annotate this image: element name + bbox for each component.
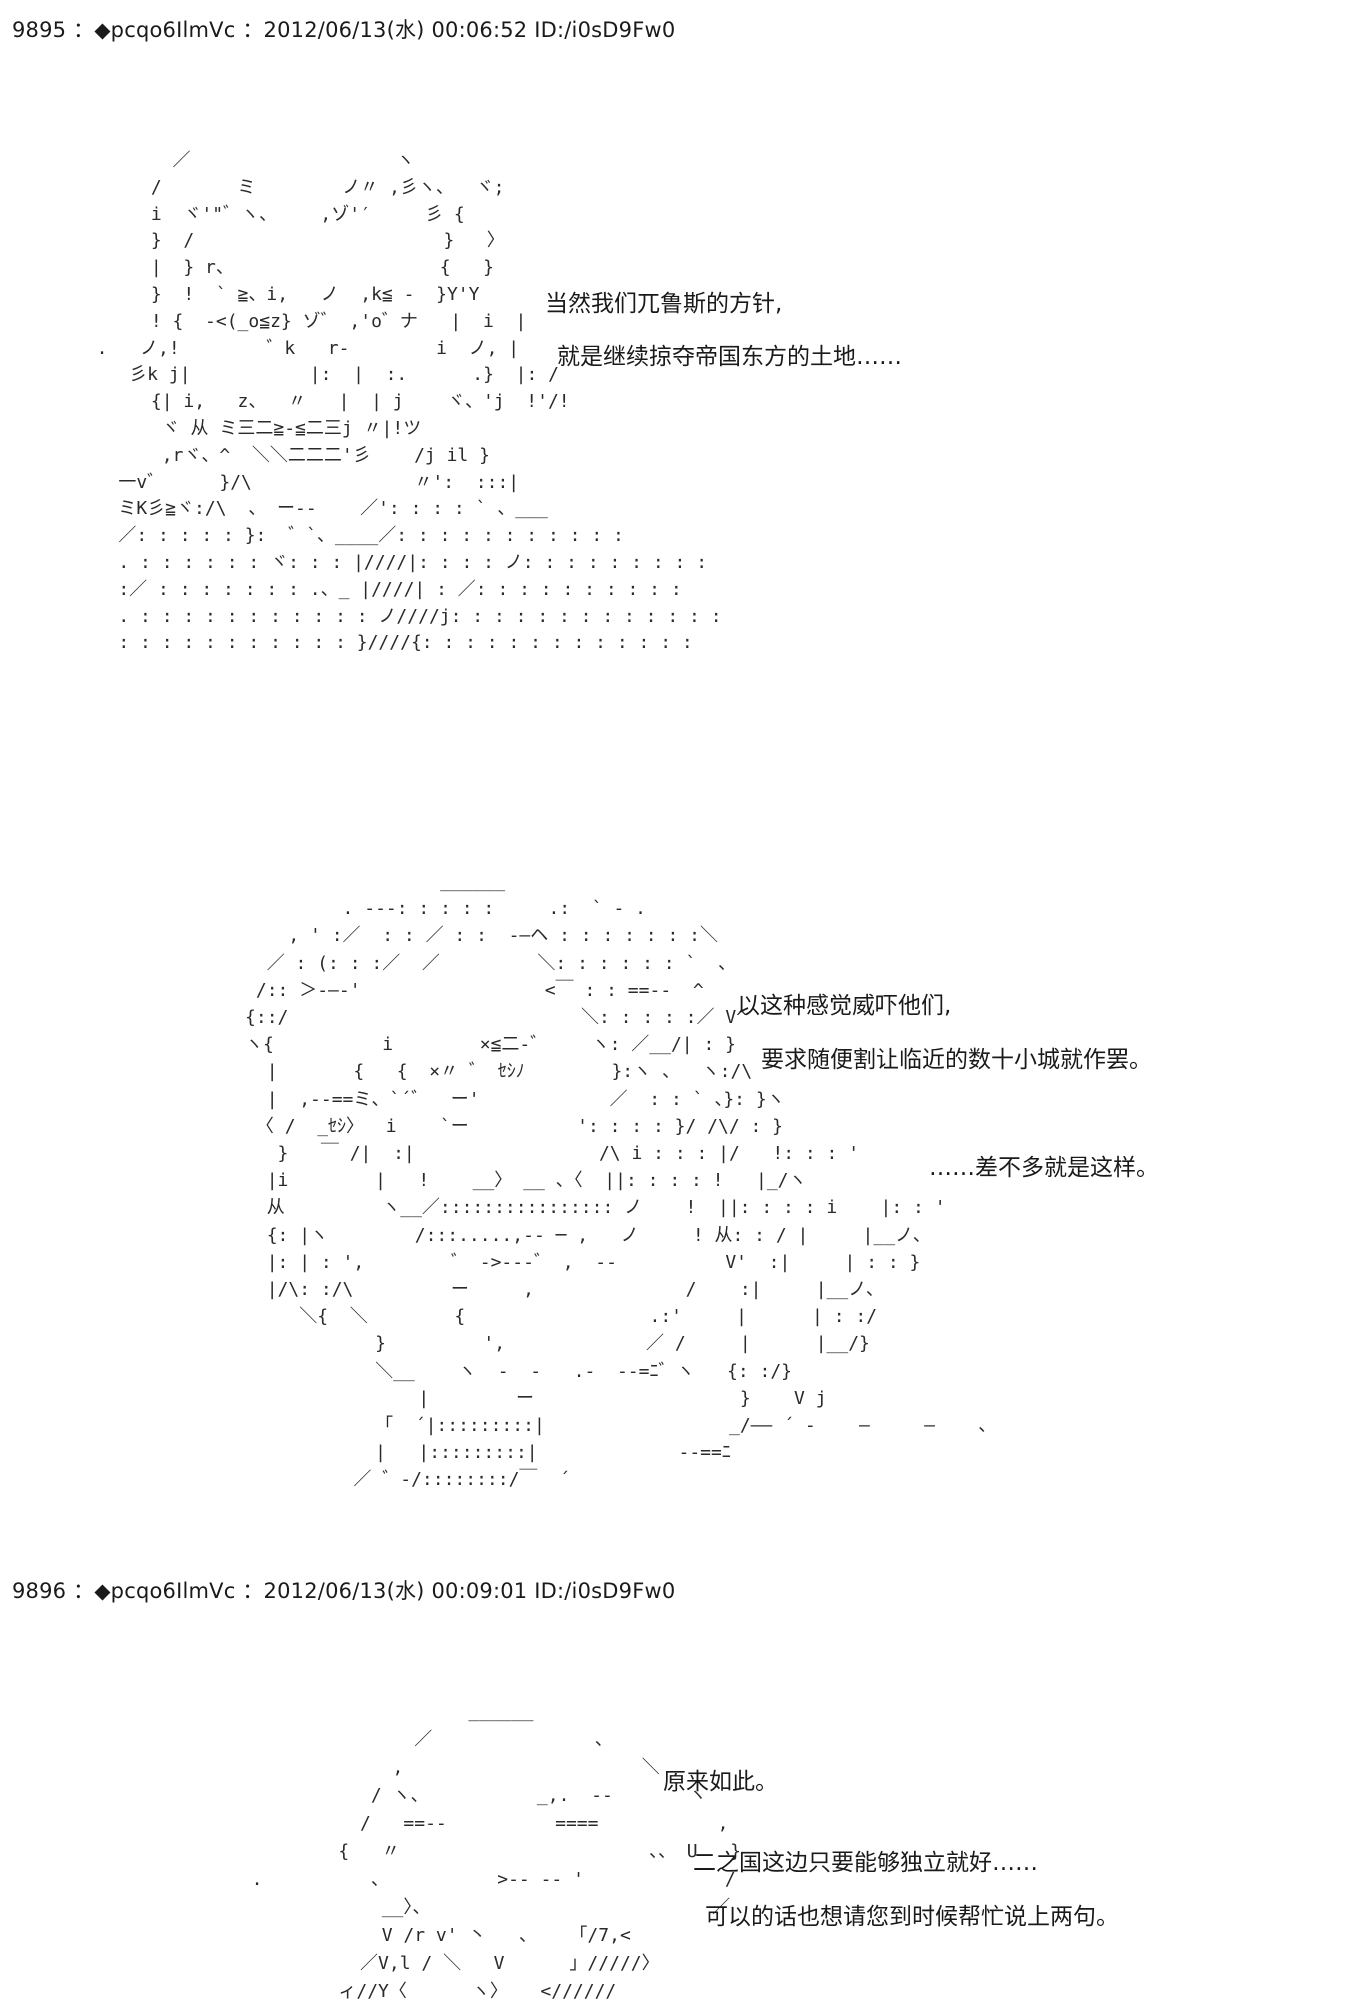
dialogue-line: 原来如此。 [663,1769,778,1795]
post-header: 9895 ：◆pcqo6IlmVc ：2012/06/13(水) 00:06:5… [12,18,676,42]
post-header: 9896 ：◆pcqo6IlmVc ：2012/06/13(水) 00:09:0… [12,1579,676,1603]
dialogue-line: ……差不多就是这样。 [929,1155,1159,1181]
dialogue-line: 以这种感觉威吓他们, [737,993,952,1019]
ascii-art-character-2: ______ . ‐-‐: : : : : .: ` - . , ' :／ : … [245,871,997,1491]
dialogue-line: 二之国这边只要能够独立就好…… [693,1850,1038,1876]
dialogue-line: 可以的话也想请您到时候帮忙说上两句。 [705,1904,1119,1930]
ascii-art-character-3: ______ ／ 、 , ＼ / ヽ、 _,. ‐‐ ヽ / ==‐‐ ====… [251,1701,741,2002]
dialogue-line: 要求随便割让临近的数十小城就作罢。 [761,1047,1152,1073]
dialogue-line: 就是继续掠夺帝国东方的土地…… [557,344,902,370]
dialogue-line: 当然我们兀鲁斯的方针, [545,291,783,317]
ascii-art-character-1: ／ ヽ / ミ ノ〃 ,彡ヽ、 ヾ; i ヾ'"゛ヽ、 ,ゾ'′ 彡 { } /… [96,150,722,654]
